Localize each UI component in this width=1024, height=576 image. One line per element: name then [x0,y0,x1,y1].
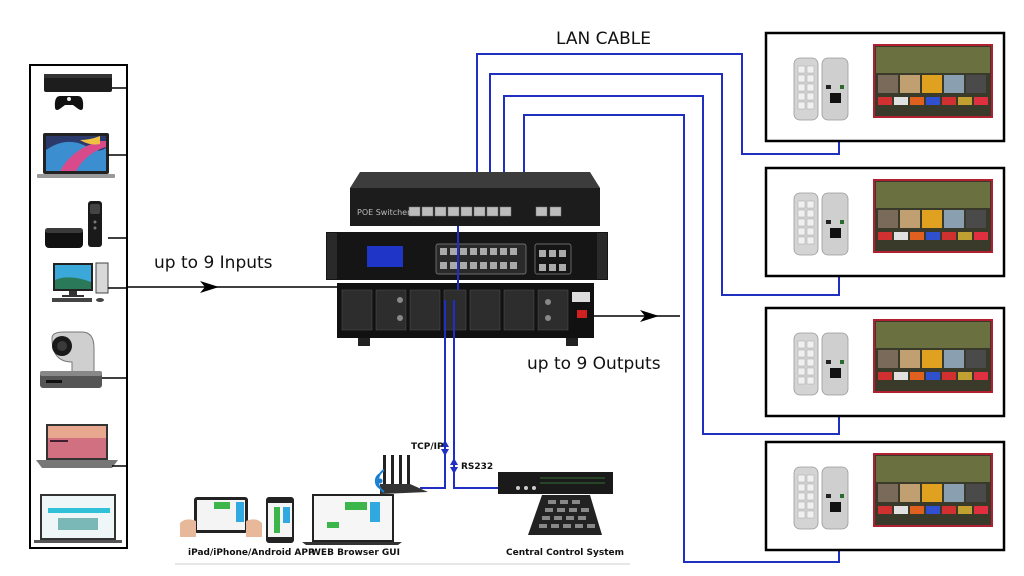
lcd-display [367,246,403,267]
hdbaset-receiver-icon [821,192,849,256]
rs232-down-arrow-icon [450,467,458,474]
tcp-ip-up-arrow-icon [441,440,449,447]
tcp-ip-down-arrow-icon [441,449,449,456]
displays-column [764,31,1006,552]
lan-cable-4 [523,114,840,563]
central-control-device [498,472,613,535]
tv-screen-icon [873,179,993,253]
poe-switch-label: POE Switcher [357,208,411,217]
lan-cable-label: LAN CABLE [556,29,651,49]
tv-screen-icon [873,453,993,527]
laptop-macbook-icon [37,133,115,178]
tv-screen-icon [873,44,993,118]
tv-screen-icon [873,319,993,393]
laptop-icon [36,424,118,468]
lan-cables [476,53,840,563]
input-arrow-icon [200,281,219,293]
central-control-label: Central Control System [506,548,624,558]
rs232-cable [453,300,500,489]
hdbaset-receiver-icon [821,332,849,396]
keypad-wallplate-icon [793,332,819,396]
tcp-ip-label: TCP/IP [411,442,444,452]
inputs-label: up to 9 Inputs [154,253,273,273]
tcp-ip-cable [420,300,446,489]
lan-cable-1 [476,53,840,200]
lan-cable-2 [489,73,840,296]
display-3 [764,306,1006,418]
laptop-control-ui-icon [34,494,122,543]
rs232-label: RS232 [461,462,493,472]
hdbaset-receiver-icon [821,57,849,121]
lan-cable-3 [503,95,840,435]
desktop-pc-icon [52,262,109,302]
web-gui-label: WEB Browser GUI [311,548,400,558]
matrix-switcher [326,232,608,346]
game-console-icon [44,74,112,110]
control-cables [420,226,500,489]
display-1 [764,31,1006,143]
keypad-wallplate-icon [793,466,819,530]
app-label: iPad/iPhone/Android APP [188,548,315,558]
keypad-wallplate-icon [793,192,819,256]
ptz-camera-icon [40,331,102,388]
hdbaset-receiver-icon [821,466,849,530]
outputs-label: up to 9 Outputs [527,354,661,374]
display-4 [764,440,1006,552]
poe-switch: POE Switcher [350,172,600,226]
rs232-up-arrow-icon [450,458,458,465]
keypad-wallplate-icon [793,57,819,121]
web-browser-laptop [302,494,402,545]
display-2 [764,166,1006,278]
mobile-app-devices [180,497,294,543]
wifi-router-icon [374,455,428,494]
media-streamer-icon [45,201,102,248]
output-arrow-icon [640,310,659,322]
